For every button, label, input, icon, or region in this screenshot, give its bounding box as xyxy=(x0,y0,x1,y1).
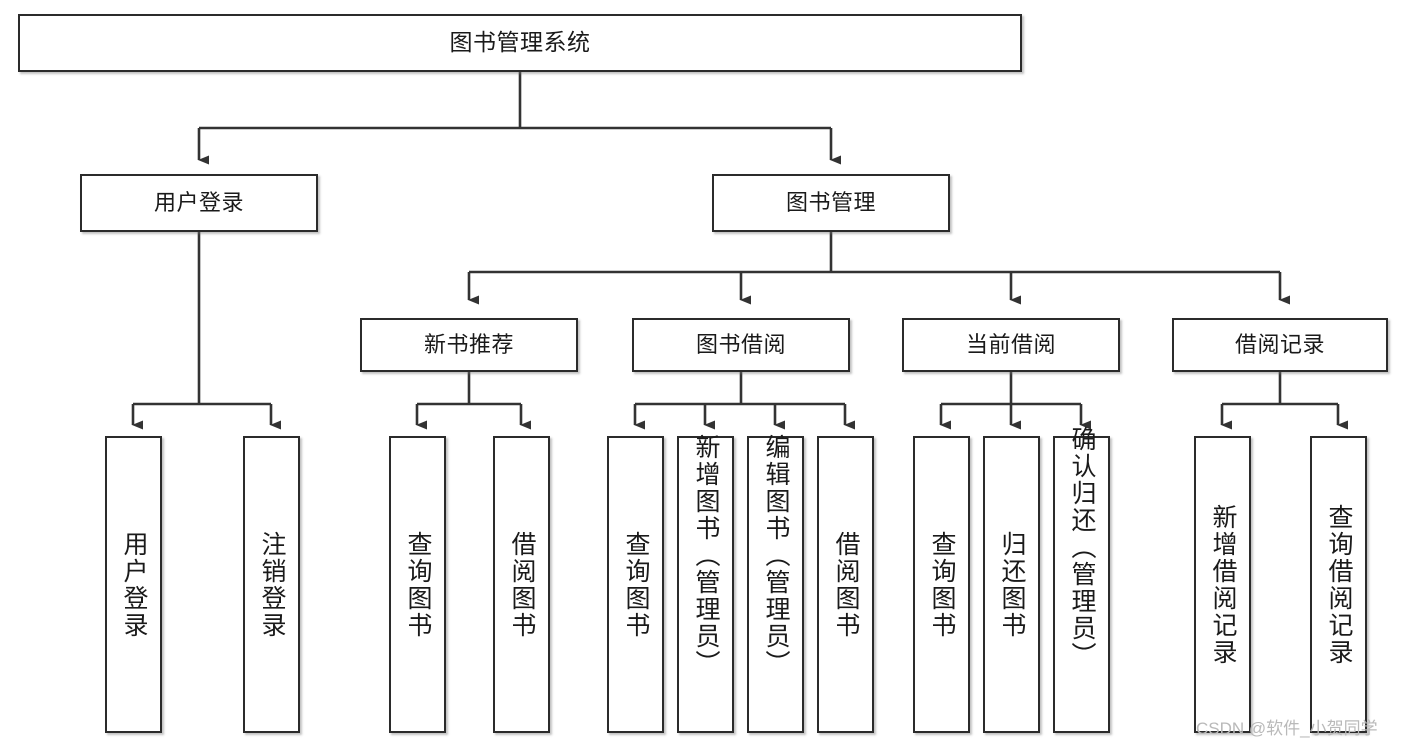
node-leaf-query-book-2-label: 查询图书 xyxy=(622,530,650,639)
node-user-login-label: 用户登录 xyxy=(153,190,244,216)
node-leaf-user-login-label: 用户登录 xyxy=(120,530,148,639)
node-leaf-borrow-book-1[interactable]: 借阅图书 xyxy=(493,436,550,733)
node-borrow-record-label: 借阅记录 xyxy=(1234,332,1325,358)
node-book-borrow-label: 图书借阅 xyxy=(695,332,786,358)
node-leaf-add-book-label: 新增图书（管理员） xyxy=(692,434,720,677)
node-new-book-recommend[interactable]: 新书推荐 xyxy=(360,318,578,372)
node-book-management-label: 图书管理 xyxy=(785,190,876,216)
node-book-borrow[interactable]: 图书借阅 xyxy=(632,318,850,372)
node-leaf-return-book-label: 归还图书 xyxy=(998,530,1026,639)
node-new-book-recommend-label: 新书推荐 xyxy=(423,332,514,358)
node-root[interactable]: 图书管理系统 xyxy=(18,14,1022,72)
node-leaf-user-logout-label: 注销登录 xyxy=(258,530,286,639)
node-root-label: 图书管理系统 xyxy=(449,29,591,56)
node-leaf-query-book-3[interactable]: 查询图书 xyxy=(913,436,970,733)
node-leaf-edit-book-label: 编辑图书（管理员） xyxy=(762,434,790,677)
node-leaf-query-book-2[interactable]: 查询图书 xyxy=(607,436,664,733)
node-leaf-add-record[interactable]: 新增借阅记录 xyxy=(1194,436,1251,733)
node-leaf-confirm-return[interactable]: 确认归还（管理员） xyxy=(1053,426,1110,733)
node-user-login[interactable]: 用户登录 xyxy=(80,174,318,232)
node-current-borrow-label: 当前借阅 xyxy=(965,332,1056,358)
node-leaf-query-record[interactable]: 查询借阅记录 xyxy=(1310,436,1367,733)
node-leaf-add-record-label: 新增借阅记录 xyxy=(1209,503,1237,666)
node-book-management[interactable]: 图书管理 xyxy=(712,174,950,232)
node-leaf-query-record-label: 查询借阅记录 xyxy=(1325,503,1353,666)
node-current-borrow[interactable]: 当前借阅 xyxy=(902,318,1120,372)
node-leaf-query-book-3-label: 查询图书 xyxy=(928,530,956,639)
node-leaf-user-login[interactable]: 用户登录 xyxy=(105,436,162,733)
node-leaf-borrow-book-2-label: 借阅图书 xyxy=(832,530,860,639)
node-leaf-edit-book[interactable]: 编辑图书（管理员） xyxy=(747,434,804,733)
node-leaf-borrow-book-2[interactable]: 借阅图书 xyxy=(817,436,874,733)
watermark: CSDN @软件_小贺同学 xyxy=(1196,719,1378,738)
node-leaf-borrow-book-1-label: 借阅图书 xyxy=(508,530,536,639)
node-leaf-user-logout[interactable]: 注销登录 xyxy=(243,436,300,733)
node-leaf-return-book[interactable]: 归还图书 xyxy=(983,436,1040,733)
node-borrow-record[interactable]: 借阅记录 xyxy=(1172,318,1388,372)
node-leaf-confirm-return-label: 确认归还（管理员） xyxy=(1068,426,1096,669)
node-leaf-query-book-1[interactable]: 查询图书 xyxy=(389,436,446,733)
node-leaf-add-book[interactable]: 新增图书（管理员） xyxy=(677,434,734,733)
node-leaf-query-book-1-label: 查询图书 xyxy=(404,530,432,639)
